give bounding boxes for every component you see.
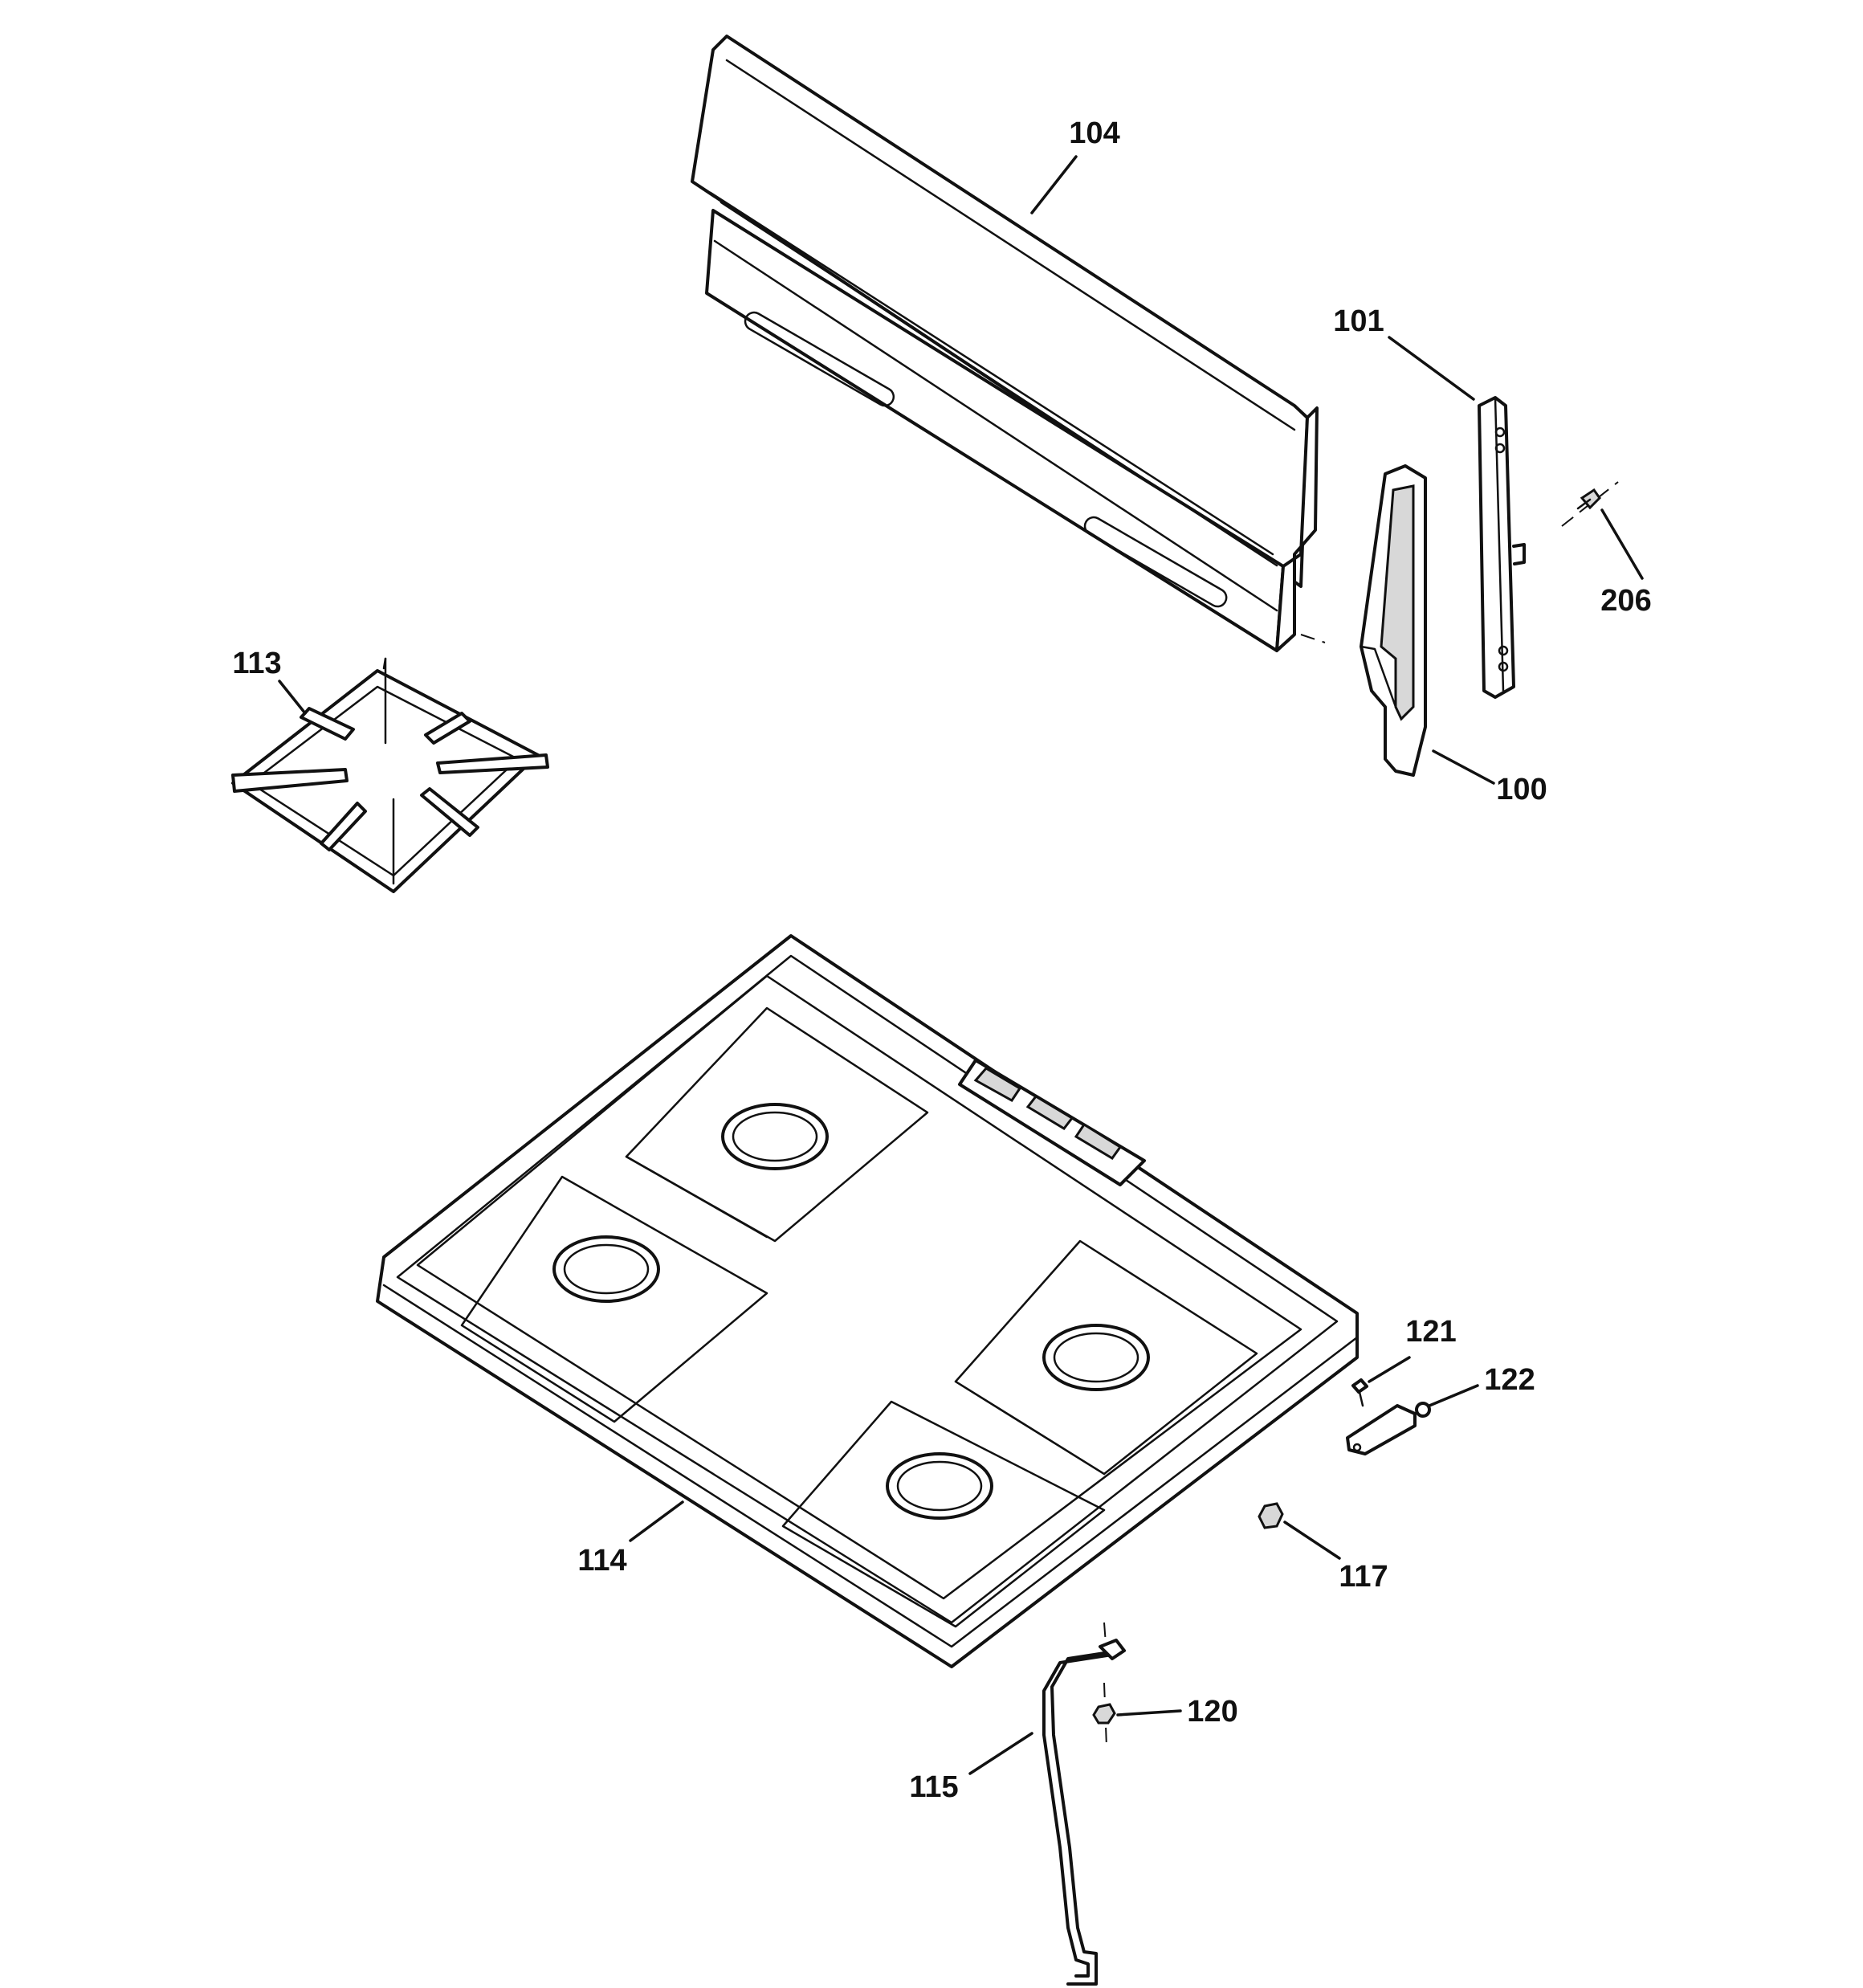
callout-115: 115 xyxy=(909,1770,958,1804)
callout-101: 101 xyxy=(1333,304,1384,338)
callout-121: 121 xyxy=(1405,1315,1456,1349)
end-cap xyxy=(1360,464,1427,777)
leader-lines xyxy=(278,155,1644,1775)
screw-206 xyxy=(1561,481,1619,527)
callout-206: 206 xyxy=(1600,584,1651,618)
callout-labels: 104 101 206 113 100 121 122 114 117 120 … xyxy=(232,116,1651,1804)
nut-117 xyxy=(1258,1502,1284,1529)
screw-121 xyxy=(1351,1378,1368,1407)
backsplash-panel xyxy=(691,35,1326,652)
callout-100: 100 xyxy=(1496,773,1547,806)
cooktop xyxy=(376,934,1359,1668)
callout-104: 104 xyxy=(1069,116,1119,150)
screw-120 xyxy=(1092,1682,1116,1748)
callout-120: 120 xyxy=(1187,1695,1237,1729)
callout-122: 122 xyxy=(1484,1363,1535,1397)
burner-grate xyxy=(231,657,549,893)
side-bracket xyxy=(1478,396,1526,699)
bracket-122 xyxy=(1346,1402,1431,1455)
callout-114: 114 xyxy=(577,1544,626,1578)
callout-117: 117 xyxy=(1339,1560,1388,1594)
support-rod xyxy=(1042,1622,1126,1986)
callout-113: 113 xyxy=(232,647,281,680)
